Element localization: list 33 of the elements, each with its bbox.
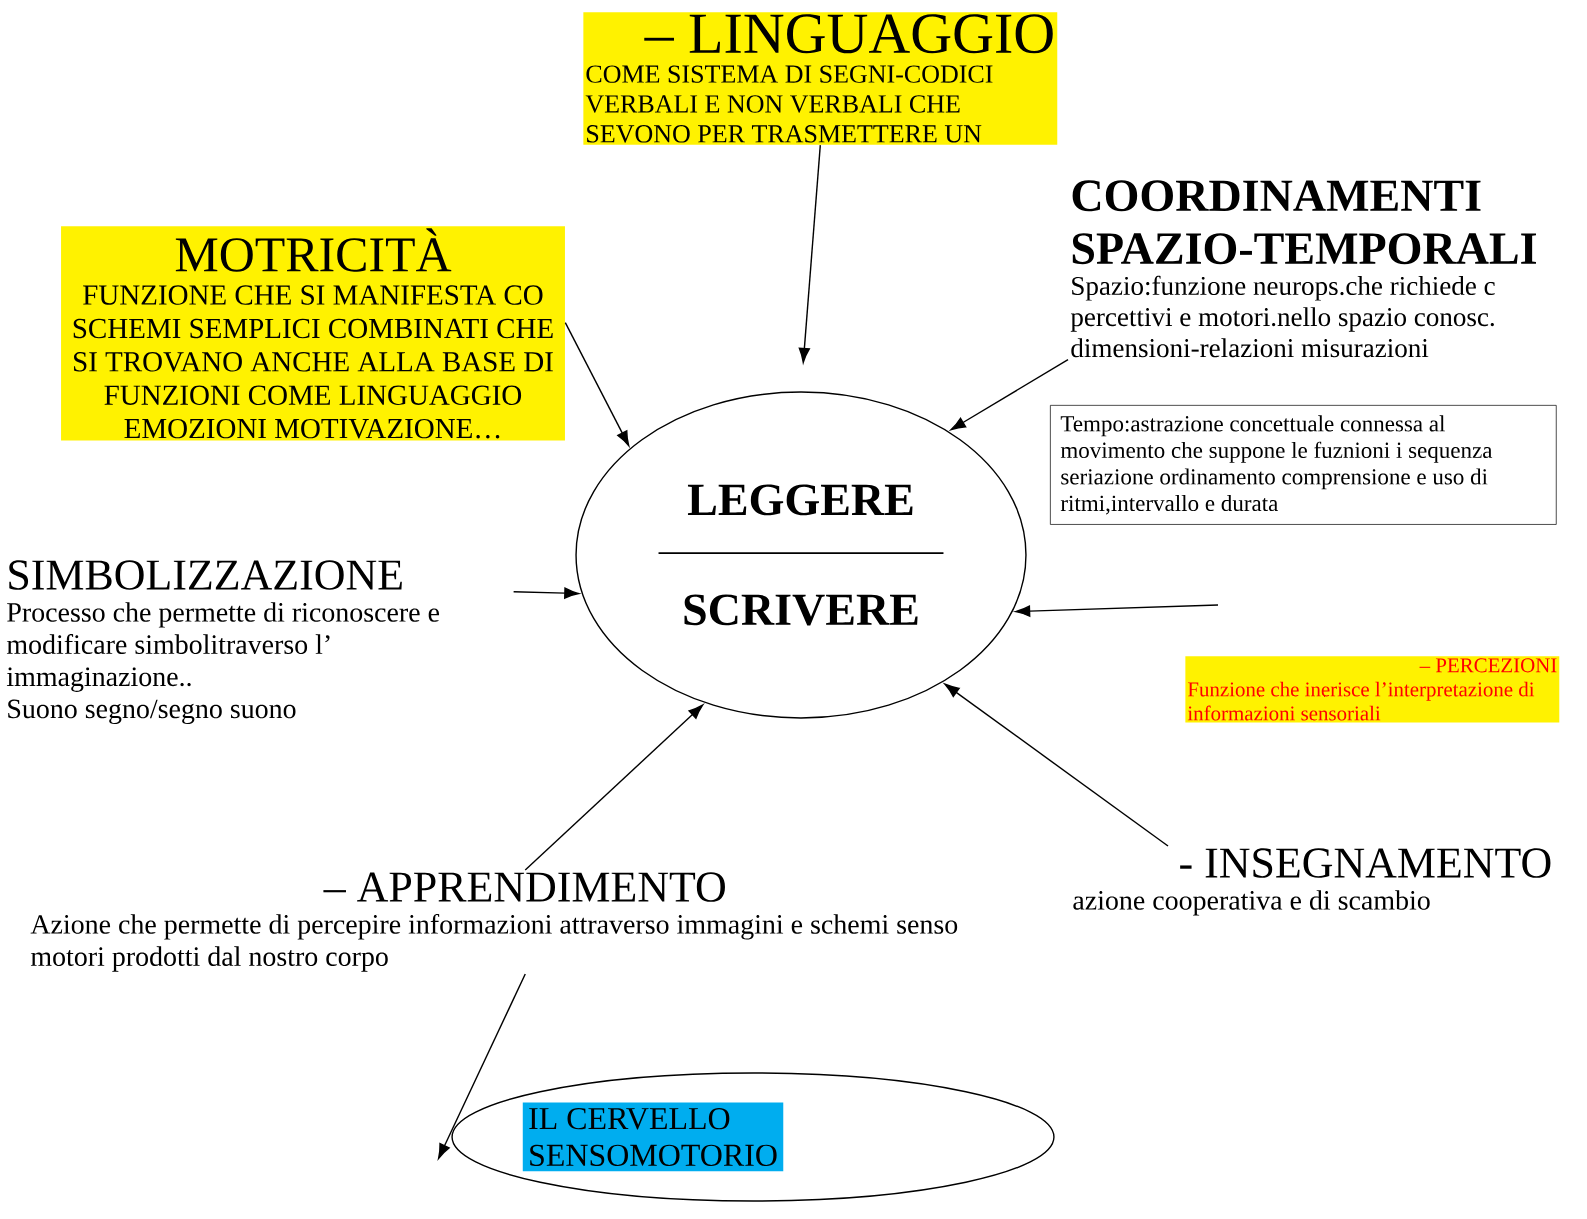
arrow <box>512 587 580 599</box>
arrow <box>798 144 821 364</box>
body-text: COME SISTEMA DI SEGNI-CODICI VERBALI E NON VERBALI CHE SEVONO PER TRASMETTERE UN <box>585 65 993 143</box>
arrow <box>564 322 630 447</box>
arrow <box>950 358 1069 431</box>
body-text: azione cooperativa e di scambio <box>1073 890 1430 916</box>
body-text: Suono segno/segno suono <box>8 699 296 725</box>
arrow <box>524 704 704 871</box>
highlighted-text <box>1185 656 1560 723</box>
heading: - INSEGNAMENTO <box>1180 848 1551 878</box>
arrow <box>1015 604 1219 617</box>
highlighted-text: IL CERVELLO SENSOMOTORIO <box>529 1107 777 1167</box>
heading: – LINGUAGGIO <box>644 14 1053 54</box>
heading: COORDINAMENTI SPAZIO-TEMPORALI <box>1072 180 1536 265</box>
heading: – PERCEZIONI <box>1419 658 1557 673</box>
body-text: Tempo:astrazione concettuale connessa al movimento che suppone le fuznioni i sequenza seriazione ordinamento comprensione e uso di ritmi,intervallo e durata <box>1060 415 1493 515</box>
ellipse-label: SCRIVERE <box>684 594 918 626</box>
body-text: Spazio:funzione neurops.che richiede c percettivi e motori.nello spazio conosc. dimensioni-relazioni misurazioni <box>1070 275 1495 358</box>
ellipse-label: LEGGERE <box>687 484 913 516</box>
highlighted-text <box>61 226 565 441</box>
heading: – APPRENDIMENTO <box>323 872 725 902</box>
arrow <box>944 683 1169 847</box>
ellipse <box>451 1072 1055 1202</box>
center-ellipse <box>575 391 1027 719</box>
body-text: Processo che permette di riconoscere e modificare simbolitraverso l’ immaginazione.. <box>6 602 439 692</box>
arrow <box>437 973 526 1159</box>
body-text: Funzione che inerisce l’interpretazione di informazioni sensoriali <box>1187 681 1535 721</box>
highlighted-text <box>583 12 1058 145</box>
text-box <box>1050 405 1557 525</box>
heading: MOTRICITÀ <box>175 228 452 272</box>
body-text: Azione che permette di percepire informazioni attraverso immagini e schemi senso motori prodotti dal nostro corpo <box>30 913 958 972</box>
heading: SIMBOLIZZAZIONE <box>9 560 402 590</box>
body-text: FUNZIONE CHE SI MANIFESTA CO SCHEMI SEMPLICI COMBINATI CHE SI TROVANO ANCHE ALLA BASE DI FUNZIONI COME LINGUAGGIO EMOZIONI MOTIVAZIONE… <box>73 285 553 439</box>
